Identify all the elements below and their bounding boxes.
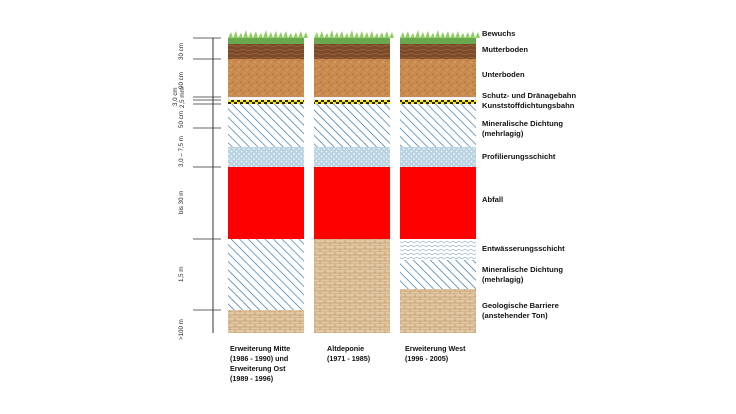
caption-mitte-line-3: Erweiterung Ost [230, 364, 286, 373]
caption-mitte: Erweiterung Mitte (1986 - 1990) und Erwe… [230, 344, 290, 384]
caption-west: Erweiterung West (1996 - 2005) [405, 344, 466, 364]
label-geologisch-b: (anstehender Ton) [482, 311, 548, 320]
label-entwaesserung: Entwässerungsschicht [482, 244, 565, 253]
column-alt [313, 30, 395, 333]
caption-mitte-line-4: (1989 - 1996) [230, 374, 274, 383]
caption-alt-line-1: Altdeponie [327, 344, 365, 353]
column-mitte [227, 30, 309, 333]
label-mineralisch-2: Mineralische Dichtung [482, 265, 564, 274]
caption-mitte-line-2: (1986 - 1990) und [230, 354, 289, 363]
scale-label-15m: 1,5 m [178, 266, 185, 282]
scale-label-3cm: 3,0 cm [172, 87, 179, 106]
label-mineralisch-2b: (mehrlagig) [482, 275, 524, 284]
label-kunststoff: Kunststoffdichtungsbahn [482, 101, 575, 110]
caption-west-line-2: (1996 - 2005) [405, 354, 449, 363]
label-mutterboden: Mutterboden [482, 45, 528, 54]
label-mineralisch-1b: (mehrlagig) [482, 129, 524, 138]
label-profilierung: Profilierungsschicht [482, 152, 556, 161]
label-schutz: Schutz- und Dränagebahn [482, 91, 577, 100]
scale-axis [193, 37, 221, 333]
column-west [399, 30, 481, 333]
scale-label-25mm: 2,5 mm [179, 87, 186, 108]
scale-label-30cm: 30 cm [178, 43, 185, 60]
scale-label-3-75m: 3,0 – 7,5 m [178, 136, 185, 167]
label-bewuchs: Bewuchs [482, 29, 516, 38]
scale-label-100m: >100 m [178, 319, 185, 340]
label-geologisch: Geologische Barriere [482, 301, 559, 310]
label-unterboden: Unterboden [482, 70, 525, 79]
scale-label-50cm: 50 cm [178, 111, 185, 128]
scale-label-bis30m: bis 30 m [178, 190, 185, 214]
label-mineralisch-1: Mineralische Dichtung [482, 119, 564, 128]
caption-alt-line-2: (1971 - 1985) [327, 354, 371, 363]
caption-west-line-1: Erweiterung West [405, 344, 466, 353]
caption-alt: Altdeponie (1971 - 1985) [327, 344, 370, 364]
label-abfall: Abfall [482, 195, 504, 204]
caption-mitte-line-1: Erweiterung Mitte [230, 344, 291, 353]
